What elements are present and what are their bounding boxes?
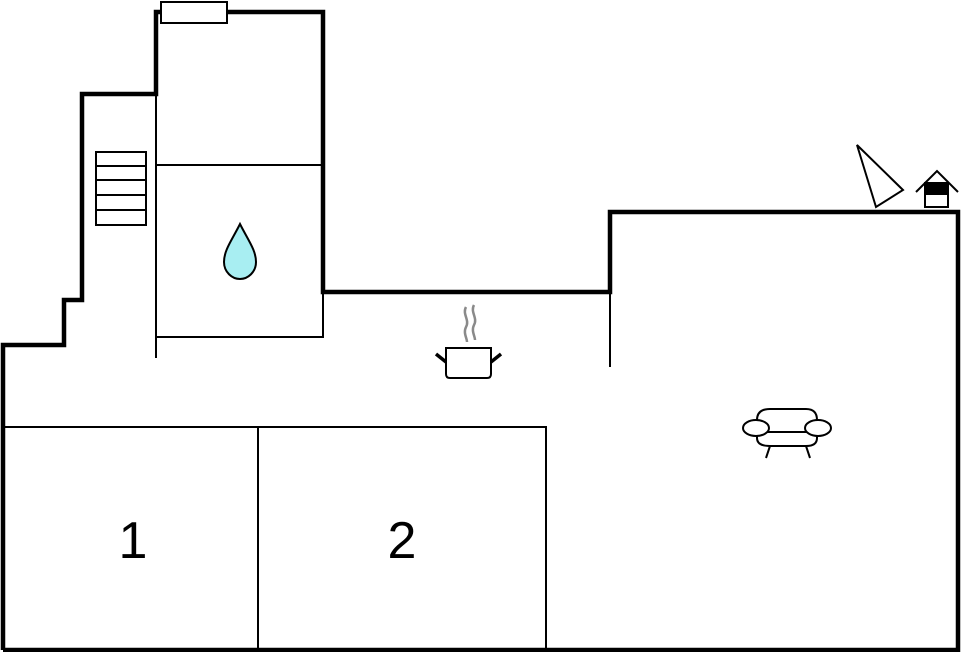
water-drop-icon [222,221,258,281]
room-label-1: 1 [119,512,148,570]
outer-wall [0,9,961,652]
cooking-pot-icon [434,304,503,379]
house-icon [915,169,959,208]
compass-icon [856,144,905,209]
sofa-icon [742,408,832,459]
window [160,1,228,24]
interior-walls [3,94,611,650]
room-label-2: 2 [388,512,417,570]
stairs-icon [95,151,147,226]
